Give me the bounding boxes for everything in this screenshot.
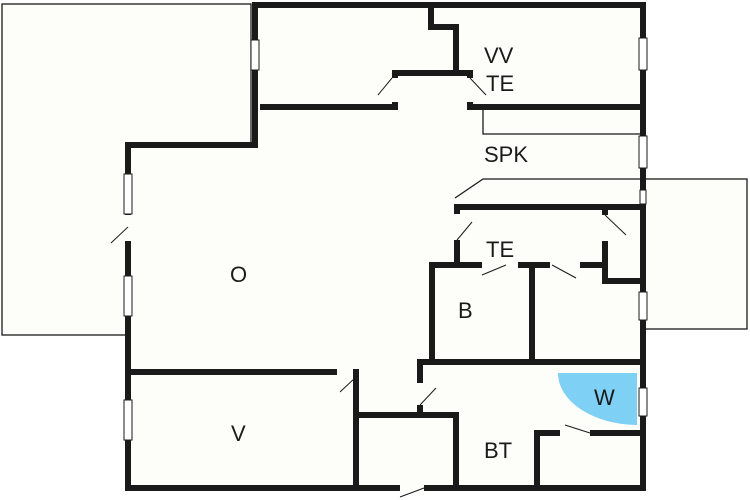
right-balcony	[644, 178, 748, 330]
label-bedroom-lower: V	[231, 421, 246, 446]
storage-shelf-line	[482, 109, 643, 135]
label-wardrobe: VV	[484, 43, 514, 68]
label-bathroom: BT	[484, 438, 512, 463]
label-living: O	[230, 262, 247, 287]
label-technical-lower: TE	[486, 237, 514, 262]
label-bedroom: B	[458, 298, 473, 323]
label-washer: W	[594, 385, 615, 410]
label-storage: SPK	[484, 142, 528, 167]
label-technical-upper: TE	[486, 71, 514, 96]
windows	[123, 37, 648, 441]
washer-area	[557, 373, 637, 425]
storage-diagonal-line	[454, 178, 643, 199]
doors	[110, 77, 627, 498]
exterior-wall	[125, 2, 646, 491]
